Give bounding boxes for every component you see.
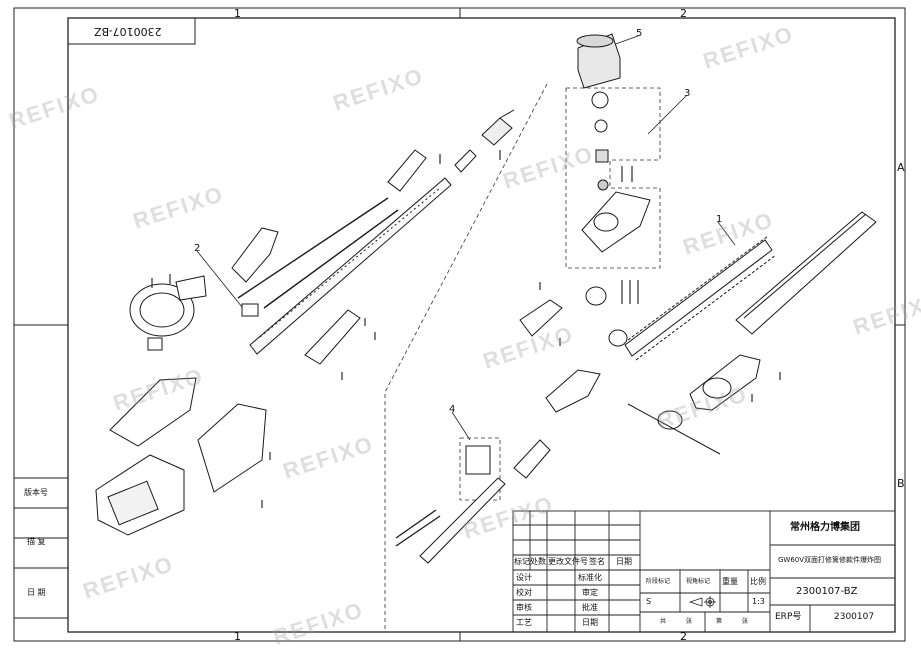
rev-header-count: 处数: [530, 557, 546, 566]
scale-label: 比例: [750, 577, 766, 586]
sheet-no-label: 第: [716, 618, 723, 625]
callout-2: 2: [194, 243, 201, 254]
hedge-blade: [624, 235, 777, 361]
projection-symbol-icon: [688, 596, 716, 608]
zone-top-1: 1: [234, 7, 241, 20]
weight-label: 重量: [722, 577, 738, 586]
stage-value: S: [646, 597, 652, 606]
upper-shaft: [249, 177, 452, 355]
zone-bottom-1: 1: [234, 630, 241, 643]
zone-top-2: 2: [680, 7, 687, 20]
role-check: 校对: [516, 588, 532, 597]
zone-right-a: A: [897, 161, 905, 174]
callout-5: 5: [636, 28, 643, 39]
role-approve-1: 审定: [582, 588, 598, 597]
exploded-view-parts: [95, 33, 877, 564]
zone-right-b: B: [897, 477, 905, 490]
company-name: 常州格力博集团: [790, 522, 860, 533]
battery-pack: [576, 33, 621, 89]
lower-shaft: [395, 477, 506, 564]
drawing-number: 2300107-BZ: [796, 586, 858, 597]
scale-value: 1:3: [752, 597, 765, 606]
callout-leaders: [196, 35, 736, 441]
drawing-number-upside-down: 2300107-BZ: [94, 25, 162, 38]
role-review: 审核: [516, 603, 532, 612]
left-side-table: [13, 477, 69, 619]
left-label-trace: 描 复: [27, 537, 46, 546]
zone-bottom-2: 2: [680, 630, 687, 643]
callout-4: 4: [449, 404, 456, 415]
assembly-group-outlines: [384, 83, 661, 632]
rev-header-date: 日期: [616, 557, 632, 566]
erp-value: 2300107: [834, 612, 875, 622]
role-date: 日期: [582, 618, 598, 627]
part-name: GW60V双面打修篱修款件爆炸图: [778, 556, 882, 564]
sheets-total-label: 共: [660, 618, 667, 625]
rev-header-doc: 更改文件号: [548, 557, 588, 566]
left-label-date: 日 期: [27, 588, 46, 597]
drawing-number-box: [67, 17, 196, 45]
rev-header-sign: 签名: [589, 557, 605, 566]
sheets-label: 张: [686, 618, 693, 625]
role-process: 工艺: [516, 618, 532, 627]
role-approve-2: 批准: [582, 603, 598, 612]
stage-label: 阶段标记: [646, 578, 671, 585]
erp-label: ERP号: [775, 612, 802, 622]
role-standard: 标准化: [578, 573, 602, 582]
sheet-no-suffix: 张: [742, 618, 749, 625]
projection-label: 视角标记: [686, 578, 711, 585]
title-block-grid: [512, 510, 896, 633]
callout-1: 1: [716, 214, 723, 225]
left-label-version: 版本号: [24, 488, 48, 497]
role-design: 设计: [516, 573, 532, 582]
rev-header-mark: 标记: [514, 557, 530, 566]
fastener-screws: [151, 150, 781, 508]
callout-3: 3: [684, 88, 691, 99]
